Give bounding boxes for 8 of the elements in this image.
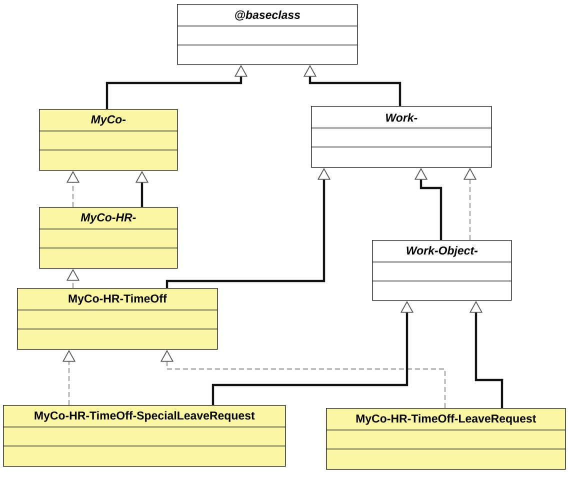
class-box: MyCo-HR-TimeOff-SpecialLeaveRequest — [2, 405, 286, 467]
class-box: @baseclass — [176, 4, 358, 65]
class-box: MyCo- — [38, 109, 178, 171]
class-box: Work- — [310, 106, 492, 168]
class-box: MyCo-HR-TimeOff-LeaveRequest — [326, 408, 566, 470]
class-box: MyCo-HR- — [38, 207, 178, 269]
class-box: Work-Object- — [372, 240, 512, 301]
class-box: MyCo-HR-TimeOff — [16, 288, 218, 350]
